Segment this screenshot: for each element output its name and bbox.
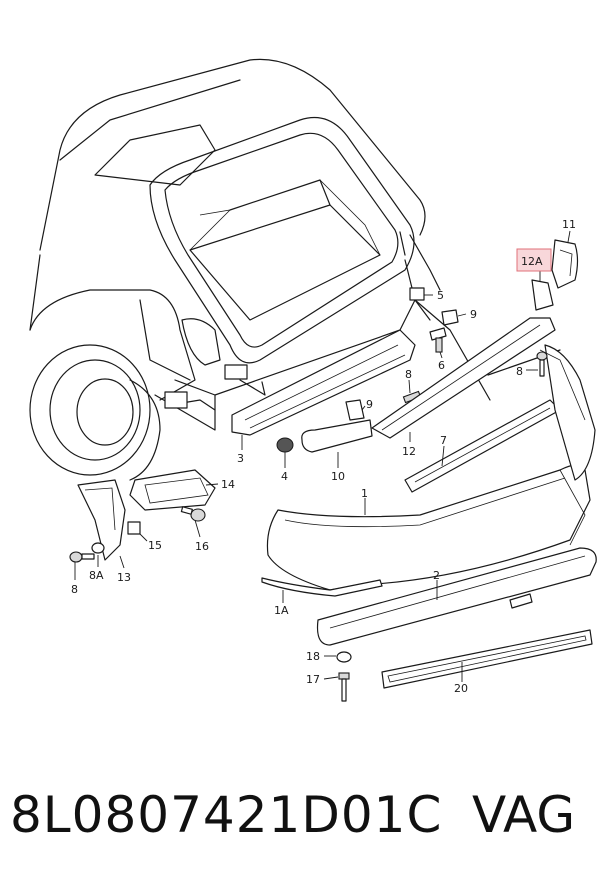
callout-13: 13 (117, 571, 131, 584)
part-14-side-bracket (129, 469, 216, 511)
callout-8-right: 8 (516, 365, 523, 378)
callout-9-lower: 9 (366, 398, 373, 411)
part-12a-pad (531, 279, 554, 311)
part-8-bolt-left (69, 551, 95, 563)
part-13-guide (77, 479, 126, 561)
part-10-guide-bracket (301, 419, 373, 453)
callout-12: 12 (402, 445, 416, 458)
part-12-upper-strip (371, 317, 556, 439)
callout-15: 15 (148, 539, 162, 552)
callout-3: 3 (237, 452, 244, 465)
callout-16: 16 (195, 540, 209, 553)
callout-18: 18 (306, 650, 320, 663)
leader-lines (74, 230, 571, 682)
part-number-footer: 8L0807421D01C VAG (0, 776, 600, 876)
callout-6: 6 (438, 359, 445, 372)
callout-10: 10 (331, 470, 345, 483)
car-body-outline (29, 58, 561, 481)
brand-name: VAG (472, 786, 576, 844)
part-1-bumper-cover (266, 344, 596, 591)
part-5-clip (409, 287, 425, 301)
callout-1: 1 (361, 487, 368, 500)
part-15-clip (127, 521, 141, 535)
callout-8-left: 8 (71, 583, 78, 596)
part-9-upper-clip (441, 309, 459, 326)
callout-9-upper: 9 (470, 308, 477, 321)
part-3-bumper-carrier (231, 329, 416, 436)
callout-17: 17 (306, 673, 320, 686)
part-20-reflector-strip (381, 629, 593, 689)
exploded-parts-diagram: 1 1A 2 3 4 5 6 7 8 8 8 8A 9 9 10 11 12 1… (29, 58, 597, 702)
part-18-washer (336, 651, 352, 663)
part-2-spoiler (316, 547, 597, 646)
callout-8-center: 8 (405, 368, 412, 381)
part-17-screw (338, 672, 350, 702)
part-4-nut (276, 437, 294, 453)
part-9-lower-bracket (345, 399, 365, 421)
callout-11: 11 (562, 218, 576, 231)
callout-14: 14 (221, 478, 235, 491)
part-8a-washer (91, 542, 105, 554)
part-11-end-cap (551, 239, 579, 289)
callout-8a: 8A (89, 569, 104, 582)
part-1a-trim (261, 577, 383, 597)
callout-20: 20 (454, 682, 468, 695)
part-8-bolt-right (536, 351, 548, 377)
part-16-bolt (180, 506, 206, 522)
callout-1a: 1A (274, 604, 289, 617)
callout-labels: 1 1A 2 3 4 5 6 7 8 8 8 8A 9 9 10 11 12 1… (71, 218, 576, 695)
part-number: 8L0807421D01C (10, 786, 443, 844)
callout-4: 4 (281, 470, 288, 483)
highlight-box-12a (516, 248, 552, 272)
callout-7: 7 (440, 434, 447, 447)
callout-12a: 12A (521, 255, 543, 268)
part-6-bolt (429, 327, 447, 353)
callout-5: 5 (437, 289, 444, 302)
callout-2: 2 (433, 569, 440, 582)
